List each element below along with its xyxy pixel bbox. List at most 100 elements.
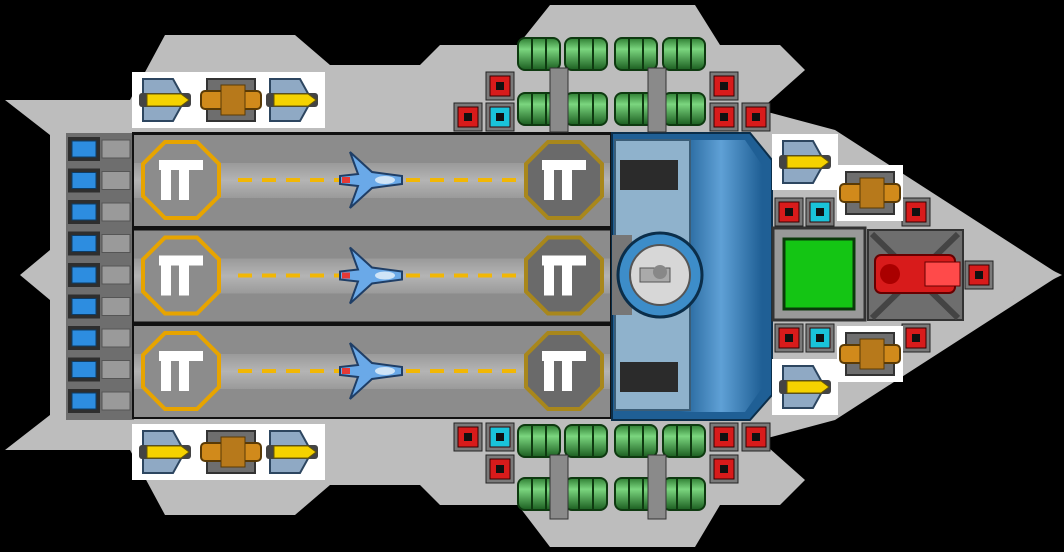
runway-dash [286,369,300,373]
red-module-icon[interactable] [709,422,739,452]
runway-dash [406,178,420,182]
red-module-icon[interactable] [741,102,771,132]
pipe [647,67,667,133]
runway-dash [310,178,324,182]
power-core-icon [782,237,856,311]
runway-dash [310,369,324,373]
hangar-deck [132,132,612,419]
runway-dash [262,273,276,278]
fuel-tank-icon [614,92,658,126]
engine-cell [68,294,131,319]
runway-dash [454,273,468,278]
red-module-icon[interactable] [901,323,931,353]
runway-dash [478,273,492,278]
fuel-tank-icon [517,424,561,458]
bridge-core [771,226,867,322]
pipe [549,454,569,520]
runway-dash [286,178,300,182]
fuel-tank-icon [662,424,706,458]
cyan-module-icon[interactable] [485,102,515,132]
red-module-icon[interactable] [453,102,483,132]
missile-launcher-icon[interactable] [772,134,838,190]
fuel-tank-icon [614,37,658,71]
turret-icon[interactable] [837,165,903,221]
landing-pad-icon [524,140,604,220]
red-module-icon[interactable] [709,102,739,132]
runway-dash [406,369,420,373]
red-module-icon[interactable] [774,323,804,353]
fuel-tank-icon [614,424,658,458]
runway-dash [502,369,516,373]
runway-dash [502,273,516,278]
missile-launcher-icon[interactable] [259,424,325,480]
runway-dash [406,273,420,278]
hull-bow-tip [1010,250,1062,300]
red-module-icon[interactable] [453,422,483,452]
turret-icon[interactable] [837,326,903,382]
reactor-chamber [611,132,773,421]
fighter-icon[interactable] [339,246,403,305]
missile-launcher-icon[interactable] [259,72,325,128]
red-module-icon[interactable] [774,197,804,227]
red-module-icon[interactable] [964,260,994,290]
fuel-tank-icon [662,92,706,126]
runway-dash [238,369,252,373]
runway-dash [238,273,252,278]
runway-dash [238,178,252,182]
runway-dash [286,273,300,278]
engine-cell [68,200,131,224]
runway-dash [430,178,444,182]
engine-cell [68,357,131,382]
red-module-icon[interactable] [709,454,739,484]
launch-pad-icon [141,140,221,220]
engine-cell [68,263,131,287]
missile-launcher-icon[interactable] [132,424,198,480]
engine-bank [66,133,134,420]
runway-dash [454,178,468,182]
red-module-icon[interactable] [485,454,515,484]
cyan-module-icon[interactable] [805,197,835,227]
hangar-bay [134,230,610,322]
missile-launcher-icon[interactable] [132,72,198,128]
turret-icon[interactable] [198,72,264,128]
cyan-module-icon[interactable] [805,323,835,353]
launch-pad-icon [141,235,221,316]
fuel-tank-icon [662,37,706,71]
runway-dash [454,369,468,373]
hangar-bay [134,326,610,417]
runway-dash [478,369,492,373]
fighter-icon[interactable] [339,151,403,209]
turret-icon[interactable] [198,424,264,480]
landing-pad-icon [524,235,604,316]
pipe [647,454,667,520]
red-module-icon[interactable] [901,197,931,227]
missile-launcher-icon[interactable] [772,359,838,415]
pipe [549,67,569,133]
runway-dash [478,178,492,182]
runway-dash [430,273,444,278]
red-module-icon[interactable] [741,422,771,452]
red-module-icon[interactable] [709,71,739,101]
runway-dash [262,369,276,373]
cyan-module-icon[interactable] [485,422,515,452]
engine-cell [68,137,131,161]
fuel-tank-icon [564,477,608,511]
landing-pad-icon [524,331,604,411]
launch-pad-icon [141,331,221,411]
fuel-tank-icon [517,37,561,71]
red-module-icon[interactable] [485,71,515,101]
runway-dash [502,178,516,182]
fighter-icon[interactable] [339,342,403,400]
engine-cell [68,231,131,256]
reactor-core [612,231,704,319]
engine-cell [68,168,131,193]
engine-cell [68,389,131,413]
main-laser-turret[interactable] [867,229,964,321]
engine-cell [68,326,131,350]
runway-dash [430,369,444,373]
fuel-tank-icon [564,92,608,126]
runway-dash [310,273,324,278]
hangar-bay [134,135,610,226]
runway-dash [262,178,276,182]
